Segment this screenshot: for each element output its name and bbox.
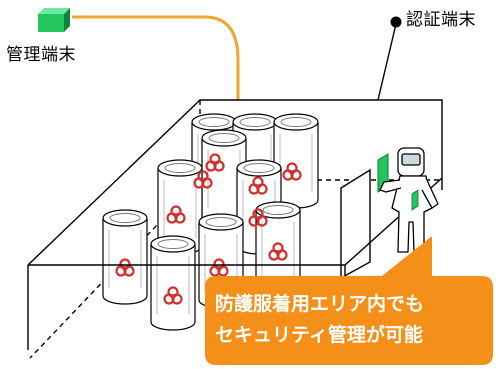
door xyxy=(340,153,389,280)
auth-terminal-label: 認証端末 xyxy=(406,10,476,30)
network-cable xyxy=(72,15,240,100)
callout-text: 防護服着用エリア内でも セキュリティ管理が可能 xyxy=(215,293,425,346)
auth-terminal-icon xyxy=(377,16,402,101)
person-in-protective-suit-icon xyxy=(379,147,439,253)
admin-terminal-label: 管理端末 xyxy=(6,45,76,65)
callout-bubble xyxy=(205,236,493,365)
computer-terminal-icon xyxy=(38,8,70,32)
